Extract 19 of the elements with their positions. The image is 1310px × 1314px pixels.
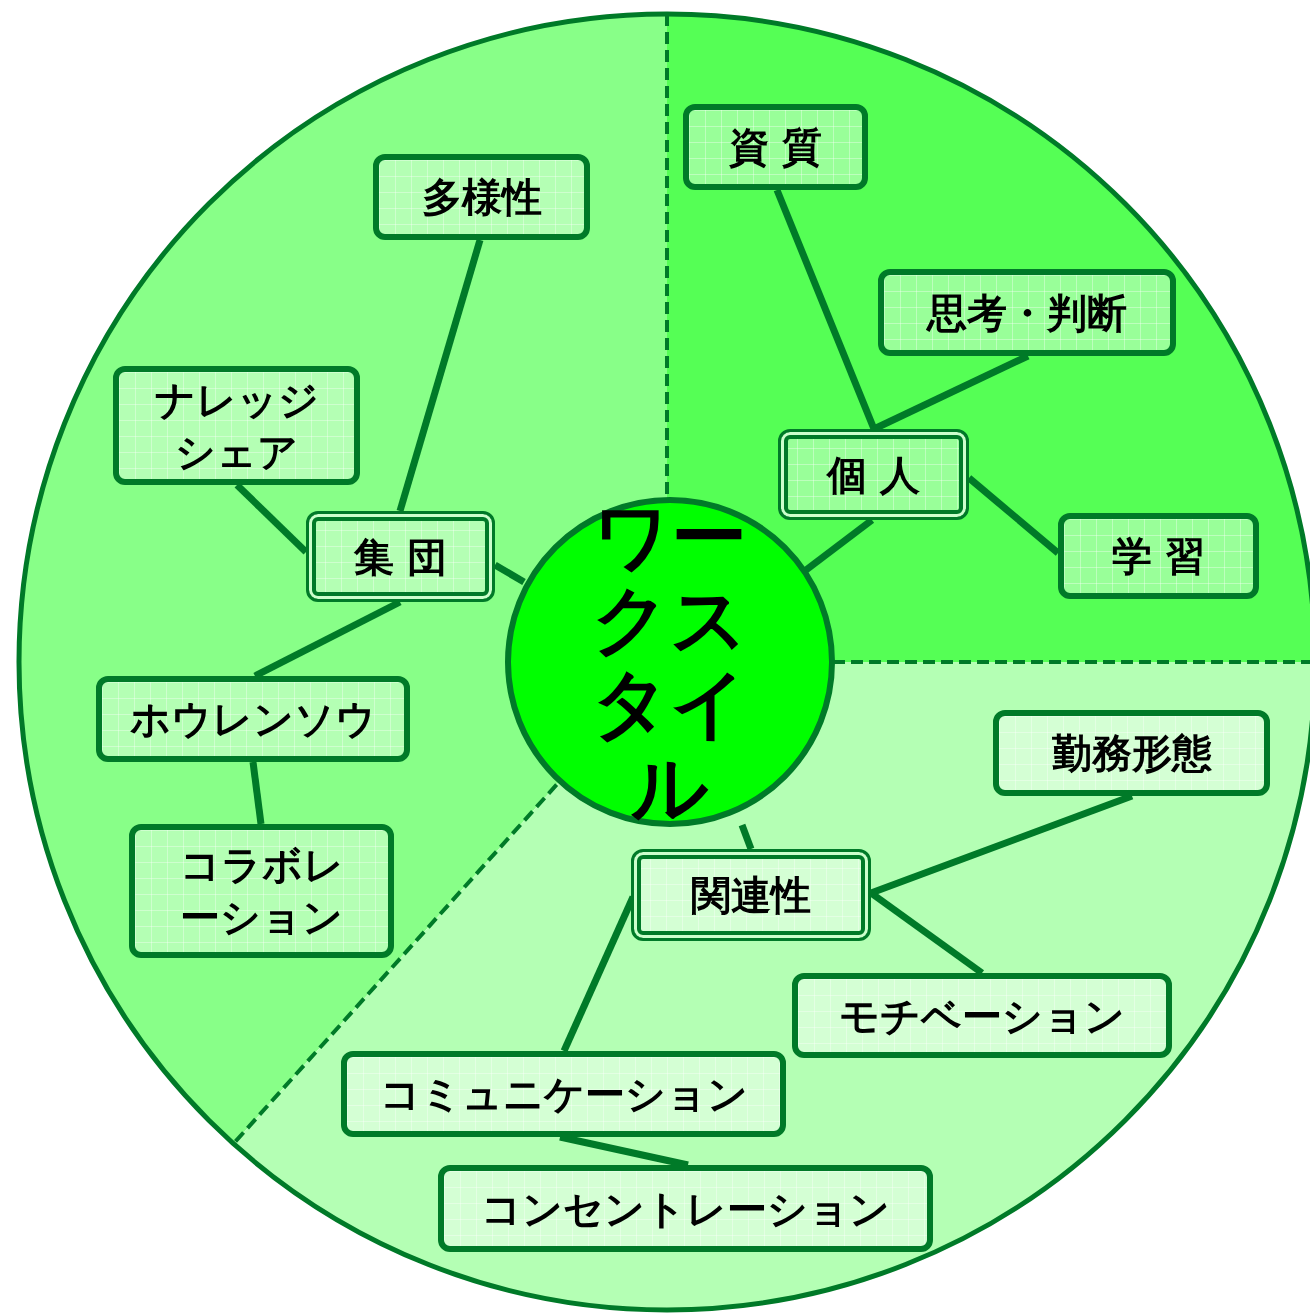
topic-box: コンセントレーション (438, 1165, 933, 1252)
category-box: 関連性 (631, 849, 871, 941)
category-box: 集 団 (306, 511, 495, 602)
topic-box: 思考・判断 (878, 269, 1176, 356)
connector-line (738, 823, 755, 851)
topic-box: コラボレーション (129, 824, 394, 958)
topic-box: 勤務形態 (993, 710, 1270, 796)
connector-line (396, 239, 484, 512)
topic-box: コミュニケーション (341, 1051, 786, 1137)
connector-line (493, 562, 526, 585)
topic-box: 学 習 (1058, 513, 1259, 599)
category-box: 個 人 (778, 429, 969, 520)
topic-box: モチベーション (792, 973, 1172, 1058)
topic-box: 資 質 (683, 104, 868, 190)
connector-line (773, 188, 878, 431)
connector-line (249, 761, 265, 825)
topic-box: ナレッジシェア (113, 366, 360, 485)
topic-box: 多様性 (373, 154, 590, 240)
topic-box: ホウレンソウ (96, 676, 410, 762)
